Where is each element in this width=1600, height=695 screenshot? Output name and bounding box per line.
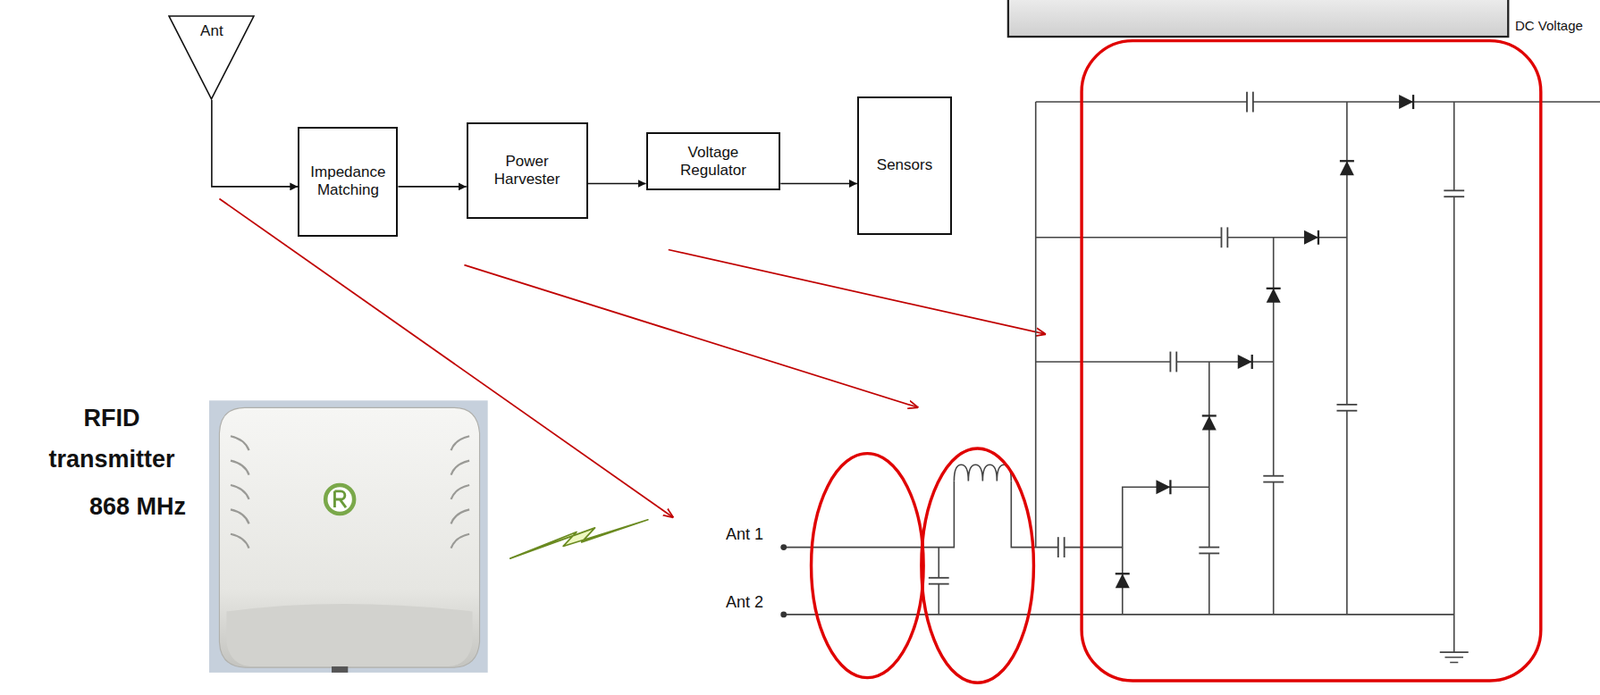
- device-label: RFID transmitter: [22, 397, 202, 480]
- diode-symbol: [1237, 354, 1253, 370]
- diode-symbol: [1304, 230, 1319, 245]
- output-label: DC Voltage: [1515, 17, 1584, 34]
- output-label: DC Voltage: [1515, 17, 1584, 34]
- diode-symbol: [1202, 415, 1217, 430]
- terminal-label: Ant 1: [725, 524, 764, 545]
- terminal-label: Ant 2: [725, 592, 764, 613]
- highlight-ellipse: [811, 454, 925, 679]
- antenna-symbol: Ant: [168, 15, 255, 101]
- flow-arrow: [397, 185, 466, 188]
- terminal-label: Ant 2: [725, 592, 764, 613]
- frequency-label: 868 MHz: [79, 491, 196, 523]
- flow-arrow: [588, 183, 647, 186]
- wireless-bolt: [510, 520, 649, 559]
- node-text: Voltage Regulator: [658, 143, 769, 181]
- capacitor-symbol: [1443, 190, 1465, 197]
- capacitor-symbol: [1198, 547, 1220, 555]
- capacitor-symbol: [1246, 92, 1254, 113]
- callout-arrow: [218, 198, 674, 518]
- diode-symbol: [1155, 480, 1171, 495]
- frequency-label: 868 MHz: [79, 491, 196, 523]
- diode-symbol: [1398, 94, 1414, 110]
- capacitor-symbol: [928, 578, 950, 585]
- block-box: Voltage Regulator: [646, 132, 782, 191]
- block-box: Impedance Matching: [297, 126, 398, 237]
- callout-arrow: [463, 265, 918, 409]
- highlight-rectangle: [1081, 41, 1542, 682]
- node-text: Ant: [200, 22, 224, 41]
- block-box: Power Harvester: [466, 122, 589, 219]
- diode-symbol: [1339, 160, 1355, 176]
- capacitor-symbol: [1221, 227, 1228, 248]
- terminal-dot: [780, 611, 787, 618]
- callout-arrow: [668, 249, 1046, 335]
- rfid-reader-photo: [209, 400, 489, 674]
- block-box: Sensors: [857, 96, 952, 235]
- terminal-label: Ant 1: [725, 524, 764, 545]
- device-label: RFID transmitter: [22, 397, 202, 480]
- terminal-dot: [780, 544, 787, 551]
- antenna-triangle: [168, 16, 254, 100]
- flow-arrow: [211, 100, 298, 187]
- highlight-ellipse: [921, 448, 1035, 683]
- capacitor-symbol: [1263, 476, 1284, 483]
- capacitor-symbol: [1170, 352, 1177, 373]
- diode-symbol: [1266, 288, 1281, 304]
- flow-arrow: [780, 183, 858, 186]
- photo-fragment: [1008, 0, 1508, 37]
- diode-symbol: [1115, 573, 1130, 589]
- node-text: Power Harvester: [479, 152, 576, 190]
- capacitor-symbol: [1058, 537, 1065, 558]
- node-text: Impedance Matching: [310, 163, 386, 201]
- capacitor-symbol: [1336, 404, 1357, 412]
- node-text: Sensors: [876, 156, 933, 175]
